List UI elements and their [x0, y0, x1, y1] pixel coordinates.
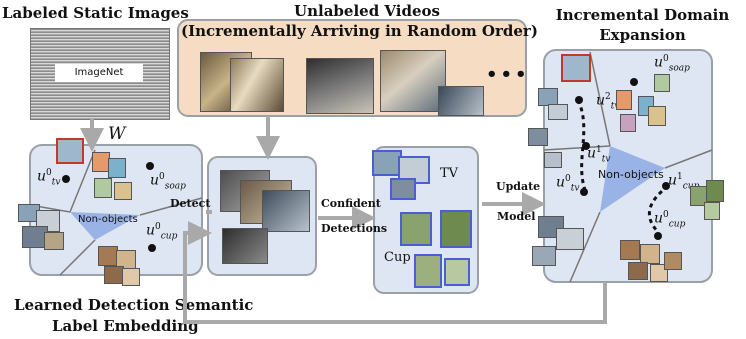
- right-tv-example-2: [548, 104, 568, 120]
- cup-example-4: [122, 268, 140, 286]
- right-tv-example-3: [528, 128, 548, 146]
- cup-detection-3: [414, 254, 442, 288]
- unlabeled-videos-subtitle: (Incrementally Arriving in Random Order): [181, 22, 538, 40]
- soap-example-3: [94, 178, 112, 198]
- cup-label: Cup: [384, 250, 411, 265]
- left-non-objects-label: Non-objects: [78, 214, 138, 225]
- soap-centroid-dot: [146, 162, 154, 170]
- right-soap-example-4: [648, 106, 666, 126]
- right-nonobject-region: [600, 146, 665, 212]
- right-cup1-dot: [662, 182, 670, 190]
- labeled-static-images-title: Labeled Static Images: [2, 4, 189, 22]
- right-tv1-dot: [582, 142, 590, 150]
- tv-example-4: [44, 232, 64, 250]
- right-cup-example-7: [650, 264, 668, 282]
- update-label: Update: [496, 180, 541, 193]
- imagenet-noise-image: ImageNet: [30, 28, 170, 120]
- video-frame-stack-4: [380, 50, 446, 112]
- tv-detection-3: [390, 178, 416, 200]
- cup-centroid-dot: [148, 244, 156, 252]
- right-cup-example-3: [704, 202, 720, 220]
- right-cup-example-4: [620, 240, 640, 260]
- confident-label-1: Confident: [321, 197, 381, 210]
- u-cup-label: u0cup: [146, 222, 178, 242]
- tv-centroid-dot: [62, 175, 70, 183]
- right-cup-example-5: [640, 244, 660, 264]
- right-selected-tv-example: [561, 54, 591, 82]
- u-soap-label: u0soap: [150, 172, 186, 192]
- u-soap-right-label: u0soap: [654, 54, 690, 74]
- right-tv0-dot: [580, 188, 588, 196]
- learned-embedding-title-1: Learned Detection Semantic: [14, 296, 254, 314]
- right-soap-dot: [630, 78, 638, 86]
- tv-detection-1: [372, 150, 402, 176]
- incremental-domain-title-2: Expansion: [599, 26, 686, 44]
- right-cup-example-6: [628, 262, 648, 280]
- detect-stack-4: [222, 228, 268, 264]
- u-tv2-label: u2tv: [596, 92, 619, 111]
- soap-example-2: [108, 158, 126, 178]
- model-label: Model: [497, 210, 536, 223]
- tv-label: TV: [440, 166, 459, 181]
- incremental-domain-title-1: Incremental Domain: [555, 6, 730, 24]
- u-tv0-label: u0tv: [556, 174, 580, 194]
- right-cup-example-8: [664, 252, 682, 270]
- video-frame-stack-3: [306, 58, 374, 114]
- left-nonobject-region: [70, 212, 140, 240]
- more-videos-ellipsis: •••: [486, 64, 530, 85]
- right-cup0-dot: [654, 232, 662, 240]
- right-non-objects-label: Non-objects: [598, 168, 664, 181]
- right-soap-example-3: [654, 74, 670, 92]
- confident-label-2: Detections: [321, 222, 388, 235]
- learned-embedding-title-2: Label Embedding: [52, 317, 199, 335]
- video-frame-stack-2: [230, 58, 284, 112]
- w-symbol: W: [108, 124, 126, 144]
- u-tv1-label: u1tv: [587, 145, 611, 165]
- right-tv2-dot: [575, 96, 583, 104]
- cup-trajectory: [647, 184, 669, 234]
- detect-label: Detect: [170, 197, 211, 210]
- u-cup0-label: u0cup: [654, 210, 686, 230]
- detect-stack-3: [262, 190, 310, 232]
- u-tv-label: u0tv: [37, 168, 61, 188]
- cup-detection-4: [444, 258, 470, 286]
- right-soap-example-5: [620, 114, 636, 132]
- imagenet-label: ImageNet: [55, 64, 143, 82]
- right-cup-example-2: [706, 180, 724, 202]
- cup-example-1: [98, 246, 118, 266]
- right-tv-example-6: [556, 228, 584, 250]
- cup-detection-2: [440, 210, 472, 248]
- cup-example-3: [104, 266, 124, 284]
- selected-tv-example: [56, 138, 84, 164]
- right-tv-example-4: [544, 152, 562, 168]
- cup-detection-1: [400, 212, 432, 246]
- arrow-feedback: [183, 221, 607, 324]
- soap-example-4: [114, 182, 132, 200]
- right-tv-example-7: [532, 246, 556, 266]
- right-soap-example-1: [616, 90, 632, 110]
- video-frame-stack-5: [438, 86, 484, 116]
- unlabeled-videos-title: Unlabeled Videos: [294, 2, 440, 20]
- tv-trajectory: [576, 99, 587, 191]
